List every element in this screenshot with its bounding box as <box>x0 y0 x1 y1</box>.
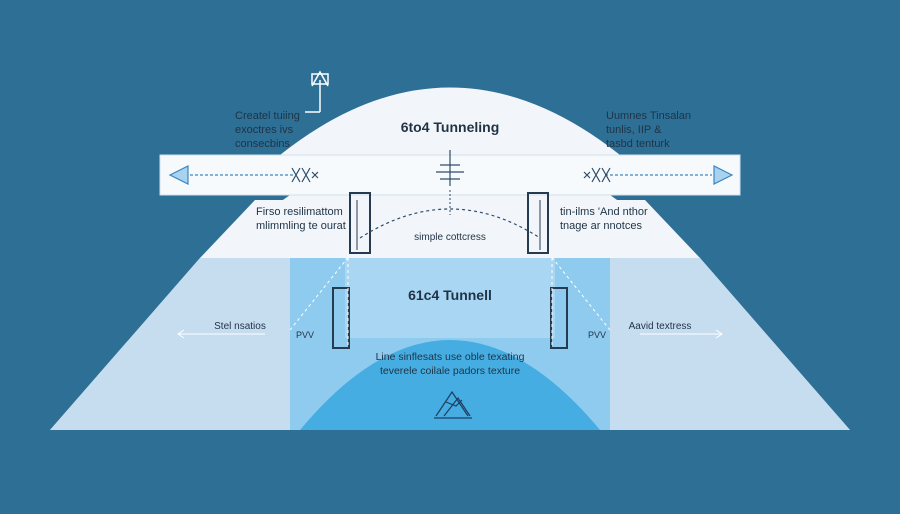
side-left-label: Stel nsatios <box>214 321 266 332</box>
pillar-right-bottom <box>550 287 568 349</box>
packet-cross-icon-right <box>583 167 611 183</box>
mid-left-label-1: Firso resilimattom <box>256 206 343 218</box>
lower-left-band <box>50 258 290 430</box>
dashed-diag-left <box>289 254 351 331</box>
inner-caption-2: teverele coilale padors texture <box>380 365 520 377</box>
top-right-label-2: tunlis, IIP & <box>606 124 662 136</box>
pillar-right-top <box>527 192 549 254</box>
tunnel-title: 61c4 Tunnell <box>408 287 492 303</box>
mid-right-label-2: tnage ar nnotces <box>560 220 642 232</box>
mid-right-label-1: tin-ilms 'And nthor <box>560 206 648 218</box>
dashed-diag-right <box>549 254 611 331</box>
packet-cross-icon-left <box>291 167 319 183</box>
dome-body <box>200 200 700 258</box>
side-arrow-left <box>177 329 265 339</box>
top-left-label-1: Createl tuiing <box>235 110 300 122</box>
side-arrow-right <box>640 329 723 339</box>
side-right-label: Aavid textress <box>629 321 692 332</box>
inner-tunnel-top <box>345 258 555 338</box>
dome-title: 6to4 Tunneling <box>401 119 500 135</box>
inner-arch <box>300 340 600 430</box>
pillar-left-bottom <box>332 287 350 349</box>
mountain-logo-icon <box>434 390 472 419</box>
pvv-right-label: PVV <box>588 330 606 340</box>
arch-caption: simple cottcress <box>414 232 486 243</box>
mid-left-label-2: mlimmling te ourat <box>256 220 346 232</box>
arrow-up-icon <box>305 70 329 113</box>
top-left-label-2: exoctres ivs <box>235 124 294 136</box>
top-left-label-3: consecbins <box>235 138 291 150</box>
tunnel-endpoint-icon <box>436 150 464 186</box>
top-right-label-1: Uumnes Tinsalan <box>606 110 691 122</box>
pillar-left-top <box>349 192 371 254</box>
top-right-label-3: tasbd tenturk <box>606 138 670 150</box>
arrow-right-icon <box>713 165 734 185</box>
lower-right-band <box>610 258 850 430</box>
inner-caption-1: Line sinflesats use oble texating <box>376 351 525 363</box>
pvv-left-label: PVV <box>296 330 314 340</box>
dashed-arch <box>359 208 541 239</box>
arrow-left-icon <box>168 165 189 185</box>
